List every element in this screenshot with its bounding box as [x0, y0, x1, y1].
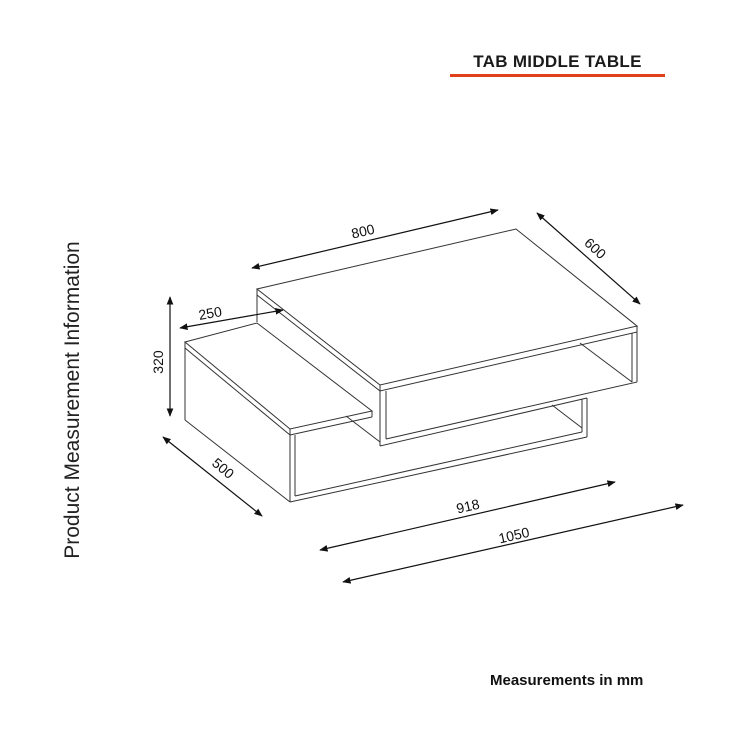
product-title: TAB MIDDLE TABLE [473, 52, 642, 71]
dim-label-600: 600 [581, 235, 609, 263]
dim-arrow-600 [536, 212, 641, 305]
dim-label-918: 918 [455, 496, 482, 517]
dim-arrow-500 [162, 436, 263, 517]
title-underline [450, 74, 665, 77]
dim-label-320: 320 [150, 350, 166, 374]
dim-arrow-800 [251, 208, 499, 270]
units-note: Measurements in mm [490, 672, 644, 689]
dim-arrow-250 [179, 307, 284, 331]
upper-top-face [255, 228, 639, 386]
lower-top-face [183, 322, 374, 430]
dim-label-250: 250 [197, 303, 223, 323]
dim-label-1050: 1050 [497, 524, 531, 547]
table-outline [183, 228, 639, 503]
dim-label-800: 800 [350, 221, 377, 242]
dim-arrow-918 [319, 480, 616, 552]
dimension-lines [162, 208, 684, 584]
dim-arrow-1050 [342, 503, 684, 584]
